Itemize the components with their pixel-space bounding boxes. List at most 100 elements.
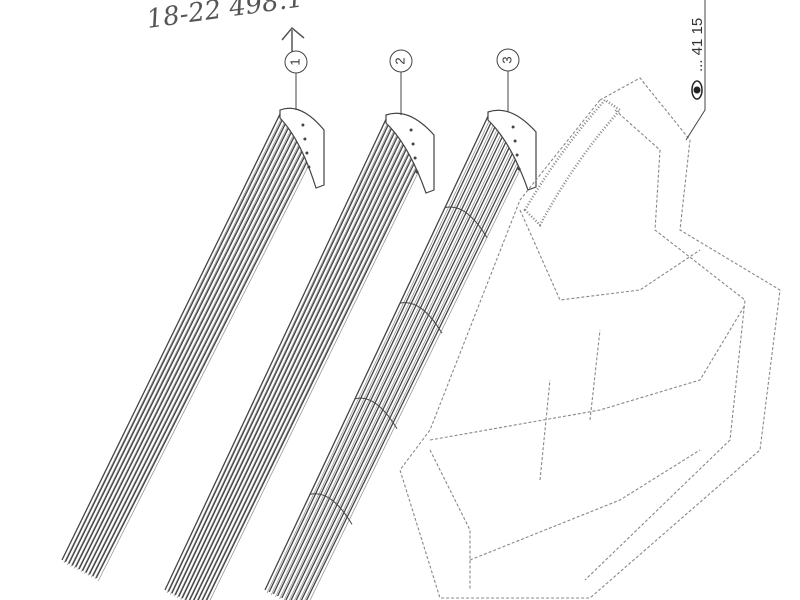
frame-dashed-line bbox=[399, 77, 781, 599]
grate-bar bbox=[201, 138, 427, 600]
grate-bar bbox=[281, 123, 510, 599]
callout-label: 2 bbox=[392, 57, 407, 64]
mounting-hole bbox=[513, 139, 517, 143]
grate-1 bbox=[61, 107, 325, 582]
grate-crossbar bbox=[399, 302, 443, 334]
grate-bar-shadow bbox=[283, 126, 512, 600]
grate-bar bbox=[71, 117, 294, 566]
grate-bar-shadow bbox=[70, 118, 292, 567]
grate-bar-shadow bbox=[94, 136, 319, 580]
grate-bar bbox=[197, 135, 423, 600]
grate-bar bbox=[277, 120, 505, 597]
grate-bar bbox=[61, 109, 283, 561]
grate-bar-shadow bbox=[180, 127, 406, 600]
callout-3[interactable]: 3 bbox=[496, 48, 520, 112]
eye-icon bbox=[691, 80, 703, 100]
mounting-hole bbox=[307, 165, 311, 169]
mounting-hole bbox=[413, 156, 417, 160]
grate-bar bbox=[300, 134, 528, 600]
grate-bar bbox=[78, 122, 302, 570]
grate-bar-shadow bbox=[209, 143, 433, 600]
grate-bar bbox=[264, 111, 491, 591]
frame-dashed-line bbox=[429, 304, 746, 441]
grate-bar bbox=[92, 133, 317, 577]
mounting-hole bbox=[409, 128, 413, 132]
grate-2 bbox=[164, 112, 435, 600]
grate-bar bbox=[205, 140, 431, 600]
frame-dashed-line bbox=[539, 329, 601, 481]
grate-bar bbox=[189, 131, 416, 600]
reference-tag: ... 41 15 bbox=[685, 0, 706, 141]
grate-bar-shadow bbox=[91, 133, 315, 578]
grate-bar bbox=[85, 127, 310, 573]
grate-bar bbox=[272, 117, 500, 595]
grate-bar-shadow bbox=[288, 129, 516, 600]
grate-bar bbox=[185, 128, 412, 600]
grate-bar-shadow bbox=[279, 123, 507, 600]
grate-crossbar bbox=[444, 206, 488, 238]
frame-dashed-line bbox=[584, 109, 746, 581]
callout-label: 1 bbox=[287, 58, 302, 65]
grate-bar-shadow bbox=[192, 134, 418, 600]
grate-bar-shadow bbox=[270, 117, 498, 596]
combine-frame-outline bbox=[399, 77, 781, 599]
grate-bar bbox=[295, 131, 524, 600]
grate-3 bbox=[264, 109, 537, 600]
grate-bar bbox=[178, 124, 404, 597]
mounting-hole bbox=[411, 142, 415, 146]
grate-bar-shadow bbox=[201, 139, 425, 600]
grate-bar bbox=[171, 119, 397, 594]
reference-text: ... 41 15 bbox=[689, 18, 706, 72]
grate-bar-shadow bbox=[176, 124, 402, 599]
grate-bar bbox=[81, 125, 306, 572]
grate-bar-shadow bbox=[63, 112, 285, 564]
mounting-hole bbox=[301, 123, 305, 127]
mounting-hole bbox=[511, 125, 515, 129]
grate-bar bbox=[167, 117, 393, 592]
grate-bar-shadow bbox=[87, 131, 311, 576]
grate-crossbar bbox=[354, 397, 398, 430]
grate-bar-shadow bbox=[184, 129, 410, 600]
grate-bar-shadow bbox=[196, 136, 421, 600]
mounting-hole bbox=[305, 151, 309, 155]
reference-bracket bbox=[685, 0, 706, 141]
grate-bar bbox=[64, 112, 287, 563]
grate-bar bbox=[164, 114, 389, 591]
frame-dashed-line bbox=[469, 449, 701, 561]
grate-bar-shadow bbox=[80, 125, 304, 573]
grate-bar-shadow bbox=[73, 120, 296, 569]
grate-bar bbox=[305, 137, 533, 600]
grate-bar bbox=[268, 114, 496, 593]
grates-group bbox=[61, 107, 537, 600]
grate-end-plate bbox=[385, 112, 435, 194]
grate-bar-shadow bbox=[266, 114, 493, 594]
rasp-bar-drum-outline bbox=[523, 98, 622, 228]
grate-bar bbox=[68, 114, 291, 564]
handwritten-part-number: 18-22 498.1 bbox=[145, 0, 305, 35]
grate-bar bbox=[193, 133, 420, 600]
callout-1[interactable]: 1 bbox=[284, 50, 308, 110]
mounting-hole bbox=[415, 170, 419, 174]
grate-bar bbox=[290, 129, 519, 600]
mounting-hole bbox=[517, 167, 521, 171]
frame-dashed-line bbox=[519, 209, 701, 301]
grate-bar bbox=[88, 130, 313, 575]
mounting-hole bbox=[515, 153, 519, 157]
grate-bar-shadow bbox=[205, 141, 429, 600]
grate-crossbar bbox=[309, 493, 353, 525]
grate-end-plate bbox=[487, 109, 537, 191]
grate-bar bbox=[181, 126, 408, 599]
callout-label: 3 bbox=[499, 56, 514, 63]
grate-bar-shadow bbox=[294, 132, 521, 600]
grate-bar-shadow bbox=[173, 122, 398, 597]
grate-bar bbox=[95, 135, 321, 579]
grate-bar-shadow bbox=[275, 120, 502, 598]
grate-bar bbox=[285, 126, 514, 600]
callout-2[interactable]: 2 bbox=[389, 49, 413, 115]
handwritten-arrow bbox=[281, 26, 305, 55]
grate-bar-shadow bbox=[97, 138, 323, 582]
mounting-hole bbox=[303, 137, 307, 141]
grate-bar-shadow bbox=[170, 120, 395, 595]
grate-bar-shadow bbox=[67, 115, 289, 565]
